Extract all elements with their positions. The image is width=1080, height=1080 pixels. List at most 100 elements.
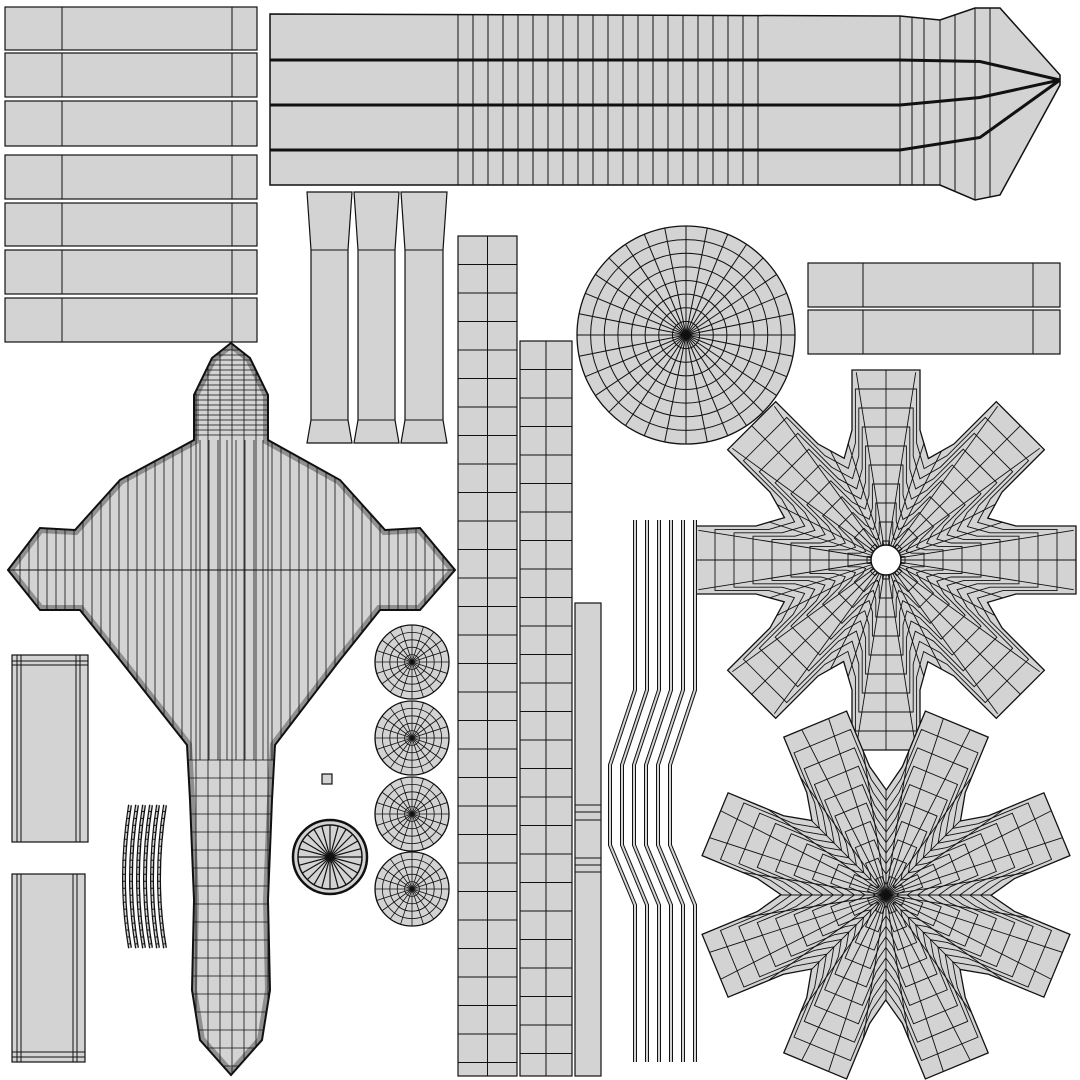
vertical-strip-island [400, 191, 448, 444]
uv-edge [381, 715, 413, 739]
uv-edge [376, 813, 413, 826]
uv-edge [329, 856, 339, 889]
uv-edge [411, 888, 443, 912]
uv-edge [376, 877, 413, 890]
strip-island [4, 154, 258, 200]
uv-strip-fill [123, 804, 131, 949]
uv-edge [828, 502, 944, 618]
grid-column-island [519, 340, 573, 1077]
uv-edge [411, 737, 435, 769]
uv-strip-fill [621, 520, 648, 1062]
uv-edge [771, 445, 1001, 675]
uv-edge [411, 661, 424, 698]
uv-edge [664, 334, 687, 443]
tiny-island [321, 773, 333, 785]
island-edges [702, 711, 1070, 1079]
uv-edge [389, 888, 413, 920]
uv-edge [685, 313, 794, 336]
small-disc-island [374, 700, 450, 776]
uv-edge [828, 718, 887, 896]
uv-edge [585, 292, 687, 336]
uv-edge [381, 866, 413, 890]
uv-edge [732, 447, 887, 561]
uv-edge [376, 726, 413, 739]
island-edges [270, 8, 1060, 200]
island-outline [574, 602, 602, 1077]
vertical-strip-island [353, 191, 400, 444]
uv-edge [685, 334, 794, 357]
uv-edge [389, 707, 413, 739]
uv-edge [400, 737, 413, 774]
uv-strip-fill [137, 804, 145, 949]
strip-island [807, 262, 1061, 308]
uv-edge [329, 856, 354, 881]
uv-edge [389, 661, 413, 693]
uv-strip-fill [151, 804, 159, 949]
uv-edge [321, 856, 331, 889]
uv-edge [885, 729, 971, 896]
strip-island [807, 309, 1061, 355]
uv-edge [773, 406, 887, 561]
uv-edge [411, 877, 448, 890]
grid-column-island [457, 235, 518, 1077]
uv-edge [400, 888, 413, 925]
uv-edge [301, 840, 331, 858]
uv-edge [329, 833, 354, 858]
uv-edge [643, 334, 687, 436]
uv-edge [685, 334, 708, 443]
uv-edge [306, 856, 331, 881]
uv-edge [885, 559, 1021, 695]
island-outline [4, 6, 258, 51]
uv-edge [329, 856, 362, 866]
island-edges [696, 370, 1076, 750]
uv-edge [885, 559, 1040, 673]
uv-strip-fill [657, 520, 684, 1062]
uv-edge [329, 856, 347, 886]
uv-edge [809, 483, 963, 637]
uv-edge [685, 334, 787, 378]
uv-edge [698, 559, 887, 591]
uv-edge [885, 447, 1040, 561]
uv-edge [885, 894, 944, 1072]
island-outline [400, 191, 448, 444]
uv-edge [301, 856, 331, 874]
uv-edge [685, 244, 747, 336]
uv-edge [270, 78, 1060, 107]
disc-island [576, 225, 796, 445]
uv-edge [855, 559, 887, 748]
uv-edge [828, 894, 887, 1072]
uv-edge [411, 813, 424, 850]
uv-edge [885, 894, 1052, 980]
uv-edge [801, 729, 887, 896]
uv-edge [847, 521, 925, 599]
uv-edge [685, 257, 764, 336]
uv-edge [625, 244, 687, 336]
uv-edge [270, 78, 1060, 152]
uv-edge [885, 810, 1052, 896]
island-outline [4, 202, 258, 247]
uv-edge [298, 848, 331, 858]
uv-edge [400, 778, 413, 815]
uv-edge [389, 783, 413, 815]
uv-edge [685, 334, 777, 396]
tall-island [11, 654, 89, 843]
uv-edge [381, 639, 413, 663]
island-outline [4, 249, 258, 295]
vertical-strip-island [306, 191, 353, 444]
strip-island [4, 6, 258, 51]
island-outline [4, 154, 258, 200]
uv-edge [411, 813, 448, 826]
uv-edge [885, 406, 999, 561]
uv-edge [376, 661, 413, 674]
uv-edge [411, 783, 435, 815]
uv-edge [411, 737, 424, 774]
uv-edge [411, 650, 448, 663]
uv-edge [389, 813, 413, 845]
island-outline [306, 191, 353, 444]
uv-edge [885, 894, 971, 1061]
uv-edge [298, 856, 331, 866]
uv-edge [411, 737, 443, 761]
uv-edge [400, 661, 413, 698]
uv-strip-fill [130, 804, 138, 949]
